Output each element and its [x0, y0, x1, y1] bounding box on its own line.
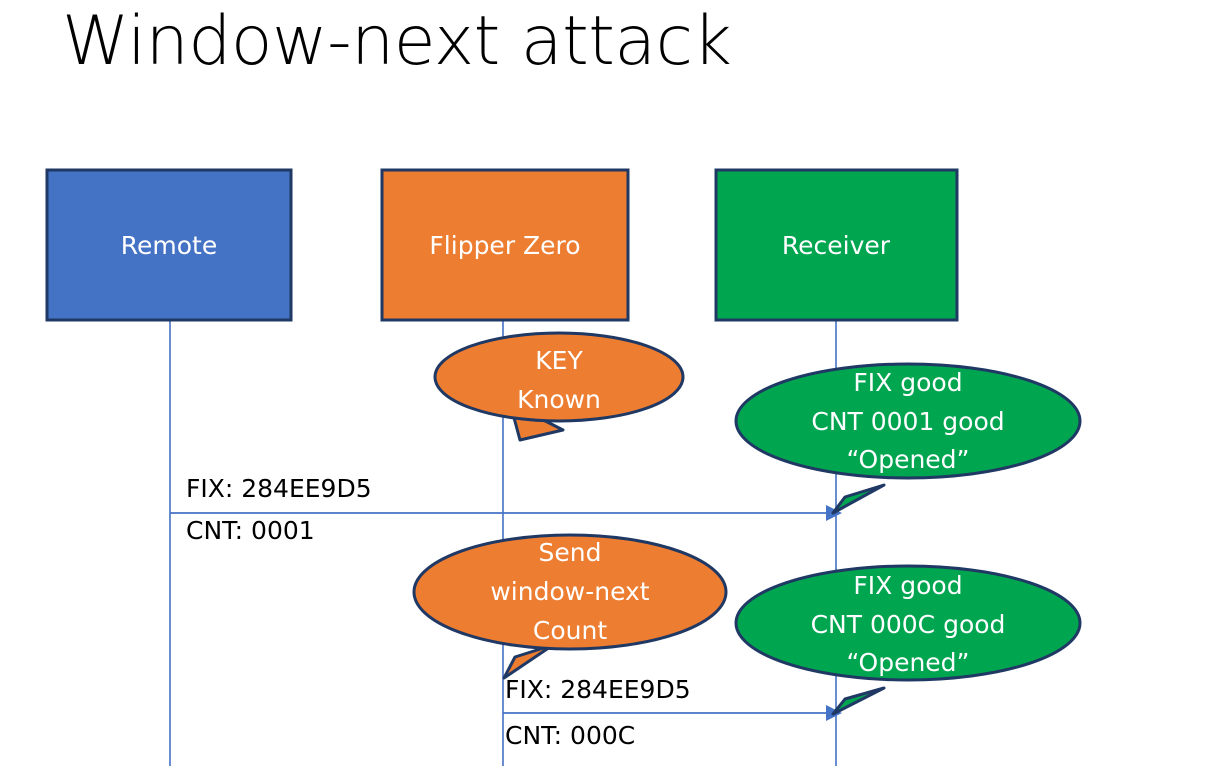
- actor-box-remote[interactable]: Remote: [45, 168, 293, 322]
- callout-1-line-1: KEY: [535, 346, 583, 375]
- actor-box-receiver[interactable]: Receiver: [714, 168, 959, 322]
- callout-flipper-key-known[interactable]: KEY Known: [433, 331, 685, 442]
- actor-label-remote: Remote: [121, 231, 217, 260]
- callout-flipper-send-window-next[interactable]: Send window-next Count: [412, 533, 728, 680]
- callout-4-line-1: FIX good: [853, 571, 962, 600]
- actor-rect-flipper: [380, 168, 630, 322]
- callout-3-line-3: Count: [533, 616, 607, 645]
- page-title: Window-next attack: [62, 2, 732, 81]
- callout-receiver-cnt-0001[interactable]: FIX good CNT 0001 good “Opened”: [734, 362, 1082, 515]
- callout-tail-2: [831, 483, 886, 515]
- callout-body-2: [734, 362, 1082, 480]
- callout-3-line-1: Send: [539, 538, 602, 567]
- callout-body-1: [433, 331, 685, 423]
- message-2-cnt-label: CNT: 000C: [505, 721, 635, 750]
- callout-tail-4: [831, 686, 886, 716]
- message-arrow-flipper-to-receiver: [503, 705, 842, 721]
- callout-body-4: [734, 564, 1082, 682]
- callout-2-line-1: FIX good: [853, 368, 962, 397]
- callout-1-line-2: Known: [517, 385, 601, 414]
- actor-label-receiver: Receiver: [782, 231, 891, 260]
- actor-box-flipper[interactable]: Flipper Zero: [380, 168, 630, 322]
- actor-label-flipper: Flipper Zero: [429, 231, 580, 260]
- callout-4-line-3: “Opened”: [846, 648, 969, 677]
- actor-rect-receiver: [714, 168, 959, 322]
- callout-3-line-2: window-next: [490, 577, 649, 606]
- actor-rect-remote: [45, 168, 293, 322]
- message-2-fix-label: FIX: 284EE9D5: [505, 675, 691, 704]
- callout-receiver-cnt-000c[interactable]: FIX good CNT 000C good “Opened”: [734, 564, 1082, 716]
- callout-tail-3: [502, 643, 555, 680]
- message-1-cnt-label: CNT: 0001: [186, 516, 315, 545]
- callout-4-line-2: CNT 000C good: [811, 610, 1006, 639]
- callout-2-line-2: CNT 0001 good: [811, 407, 1004, 436]
- message-1-fix-label: FIX: 284EE9D5: [186, 474, 372, 503]
- callout-2-line-3: “Opened”: [846, 445, 969, 474]
- callout-body-3: [412, 533, 728, 651]
